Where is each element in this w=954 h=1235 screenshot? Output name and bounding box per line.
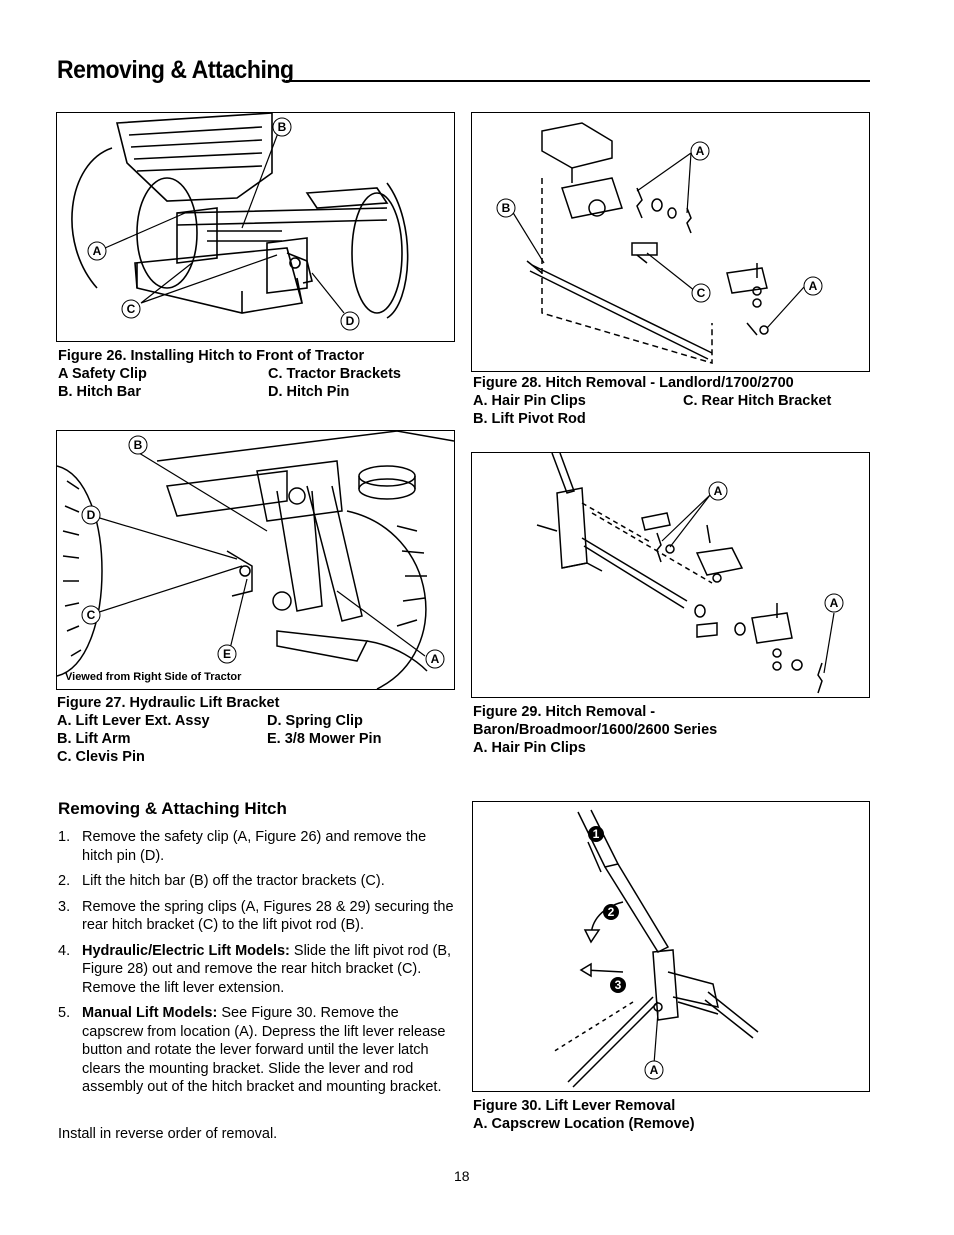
fig29-callout-a1: A bbox=[714, 484, 723, 498]
figure-29-caption-block: Figure 29. Hitch Removal - Baron/Broadmo… bbox=[473, 703, 873, 757]
figure-28-caption: Figure 28. Hitch Removal - Landlord/1700… bbox=[473, 375, 794, 391]
figure-26-image: A B C D bbox=[56, 112, 455, 342]
step-item: 2. Lift the hitch bar (B) off the tracto… bbox=[58, 872, 458, 891]
fig29-callout-a2: A bbox=[830, 596, 839, 610]
fig26-legend-c: C. Tractor Brackets bbox=[268, 366, 401, 382]
page-number: 18 bbox=[454, 1168, 470, 1184]
fig30-callout-3: 3 bbox=[615, 978, 622, 992]
fig28-legend-a: A. Hair Pin Clips bbox=[473, 393, 586, 409]
fig30-callout-2: 2 bbox=[608, 905, 615, 919]
section-heading: Removing & Attaching Hitch bbox=[58, 799, 287, 818]
fig30-callout-1: 1 bbox=[593, 827, 600, 841]
fig26-callout-a: A bbox=[93, 244, 102, 258]
step-item: 4. Hydraulic/Electric Lift Models: Slide… bbox=[58, 942, 458, 998]
fig26-callout-c: C bbox=[127, 302, 136, 316]
fig30-legend-a: A. Capscrew Location (Remove) bbox=[473, 1116, 695, 1132]
fig28-callout-a2: A bbox=[809, 279, 818, 293]
fig29-legend-a: A. Hair Pin Clips bbox=[473, 740, 586, 756]
step-item: 3. Remove the spring clips (A, Figures 2… bbox=[58, 898, 458, 935]
figure-27-caption: Figure 27. Hydraulic Lift Bracket bbox=[57, 695, 280, 711]
figure-28-image: A B C A bbox=[471, 112, 870, 372]
figure-27-caption-block: Figure 27. Hydraulic Lift Bracket A. Lif… bbox=[57, 694, 457, 766]
page-title: Removing & Attaching bbox=[57, 56, 294, 84]
title-rule bbox=[286, 80, 870, 82]
figure-30-caption-block: Figure 30. Lift Lever Removal A. Capscre… bbox=[473, 1097, 873, 1133]
figure-26-caption-block: Figure 26. Installing Hitch to Front of … bbox=[58, 347, 458, 401]
figure-29-caption-line2: Baron/Broadmoor/1600/2600 Series bbox=[473, 722, 718, 738]
fig27-legend-d: D. Spring Clip bbox=[267, 713, 363, 729]
fig28-callout-c: C bbox=[697, 286, 706, 300]
figure-29-caption-line1: Figure 29. Hitch Removal - bbox=[473, 704, 656, 720]
figure-30-image: 1 2 3 A bbox=[472, 801, 870, 1092]
step-text: Lift the hitch bar (B) off the tractor b… bbox=[82, 873, 385, 889]
fig27-callout-a: A bbox=[431, 652, 440, 666]
step-number: 4. bbox=[58, 942, 71, 959]
step-text: See Figure 30. Remove the capscrew from … bbox=[82, 1005, 446, 1095]
step-number: 1. bbox=[58, 829, 71, 845]
fig26-legend-d: D. Hitch Pin bbox=[268, 384, 350, 400]
fig26-callout-b: B bbox=[278, 120, 287, 134]
fig28-legend-b: B. Lift Pivot Rod bbox=[473, 411, 586, 427]
fig27-callout-e: E bbox=[223, 647, 231, 661]
fig27-legend-b: B. Lift Arm bbox=[57, 731, 131, 747]
step-bold: Hydraulic/Electric Lift Models: bbox=[82, 942, 290, 959]
figure-30-caption: Figure 30. Lift Lever Removal bbox=[473, 1098, 676, 1114]
fig27-callout-b: B bbox=[134, 438, 143, 452]
fig28-callout-b: B bbox=[502, 201, 511, 215]
fig28-callout-a1: A bbox=[696, 144, 705, 158]
step-number: 2. bbox=[58, 873, 71, 889]
closing-note: Install in reverse order of removal. bbox=[58, 1126, 278, 1142]
figure-28-caption-block: Figure 28. Hitch Removal - Landlord/1700… bbox=[473, 374, 873, 428]
steps-list: 1. Remove the safety clip (A, Figure 26)… bbox=[58, 828, 458, 1104]
step-item: 5. Manual Lift Models: See Figure 30. Re… bbox=[58, 1004, 458, 1097]
fig27-legend-a: A. Lift Lever Ext. Assy bbox=[57, 713, 210, 729]
step-text: Remove the spring clips (A, Figures 28 &… bbox=[82, 898, 454, 934]
figure-29-image: A A bbox=[471, 452, 870, 698]
fig27-viewed-note: Viewed from Right Side of Tractor bbox=[65, 671, 242, 683]
fig26-callout-d: D bbox=[346, 314, 355, 328]
figure-27-image: B D C E A Viewed from Right Side of Trac… bbox=[56, 430, 455, 690]
step-item: 1. Remove the safety clip (A, Figure 26)… bbox=[58, 828, 458, 865]
fig27-legend-e: E. 3/8 Mower Pin bbox=[267, 731, 382, 747]
fig26-legend-a: A Safety Clip bbox=[58, 366, 147, 382]
step-text: Slide the lift pivot rod (B, Figure 28) … bbox=[82, 942, 452, 996]
step-number: 3. bbox=[58, 898, 71, 915]
fig26-legend-b: B. Hitch Bar bbox=[58, 384, 141, 400]
step-bold: Manual Lift Models: bbox=[82, 1005, 218, 1021]
step-number: 5. bbox=[58, 1005, 71, 1021]
step-text: Remove the safety clip (A, Figure 26) an… bbox=[82, 829, 427, 864]
fig30-callout-a: A bbox=[650, 1063, 659, 1077]
fig27-legend-c: C. Clevis Pin bbox=[57, 749, 145, 765]
figure-26-caption: Figure 26. Installing Hitch to Front of … bbox=[58, 348, 365, 364]
fig27-callout-c: C bbox=[87, 608, 96, 622]
fig27-callout-d: D bbox=[87, 508, 96, 522]
fig28-legend-c: C. Rear Hitch Bracket bbox=[683, 393, 832, 409]
